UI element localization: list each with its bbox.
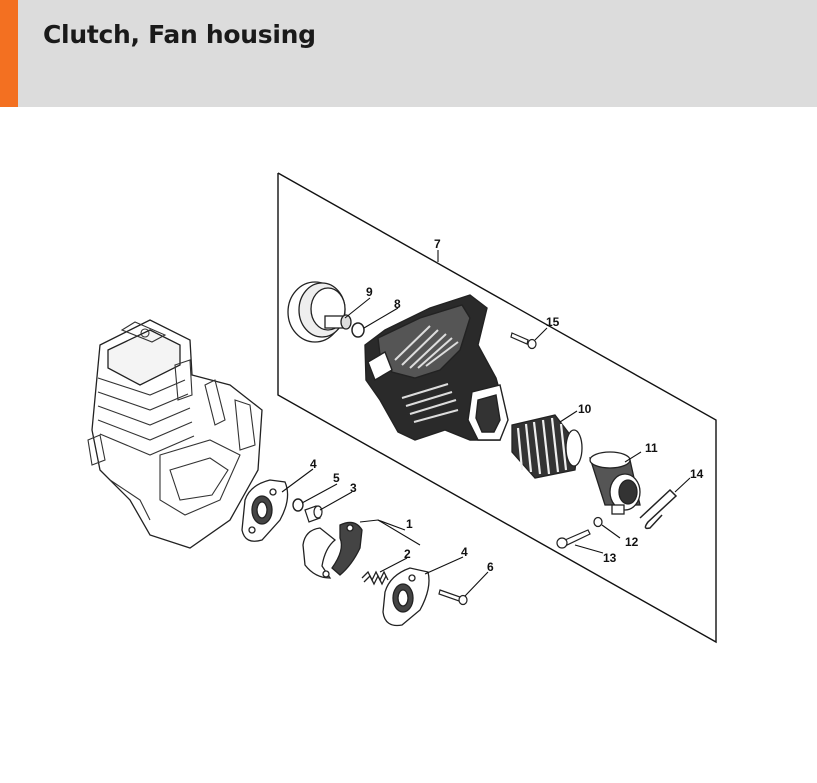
callout-4-lower: 4 (461, 545, 468, 559)
callout-7: 7 (434, 237, 441, 251)
clutch-shoes-drawing (302, 521, 363, 579)
washer-12-drawing (593, 516, 603, 528)
spring-2-drawing (361, 570, 389, 586)
callout-2: 2 (404, 547, 411, 561)
fan-housing-drawing (364, 294, 509, 441)
page-title: Clutch, Fan housing (43, 20, 316, 49)
screw-13-drawing (556, 529, 591, 549)
sleeve-11-drawing (589, 451, 641, 515)
washer-8-drawing (351, 322, 365, 338)
callout-8: 8 (394, 297, 401, 311)
clutch-drum-drawing (287, 281, 352, 343)
callout-5: 5 (333, 471, 340, 485)
carrier-plate-lower-drawing (382, 567, 430, 627)
screw-6-drawing (438, 589, 468, 606)
washer-5-drawing (292, 498, 304, 512)
header-accent-bar (0, 0, 18, 107)
callout-15: 15 (546, 315, 560, 329)
callout-6: 6 (487, 560, 494, 574)
callout-9: 9 (366, 285, 373, 299)
callout-12: 12 (625, 535, 639, 549)
callout-13: 13 (603, 551, 617, 565)
engine-block-drawing (87, 319, 263, 549)
callout-11: 11 (645, 441, 658, 455)
callout-14: 14 (690, 467, 704, 481)
leader-lines (281, 250, 691, 597)
callout-1: 1 (406, 517, 413, 531)
sleeve-3-drawing (304, 505, 323, 523)
spring-clip-14-drawing (639, 488, 678, 530)
callout-10: 10 (578, 402, 592, 416)
screw-15-drawing (510, 332, 537, 350)
fan-wheel-drawing (511, 414, 583, 479)
page-header: Clutch, Fan housing (0, 0, 817, 107)
assembly-frame (277, 172, 717, 644)
carrier-plate-upper-drawing (241, 479, 289, 542)
callout-3: 3 (350, 481, 357, 495)
callout-4-upper: 4 (310, 457, 317, 471)
